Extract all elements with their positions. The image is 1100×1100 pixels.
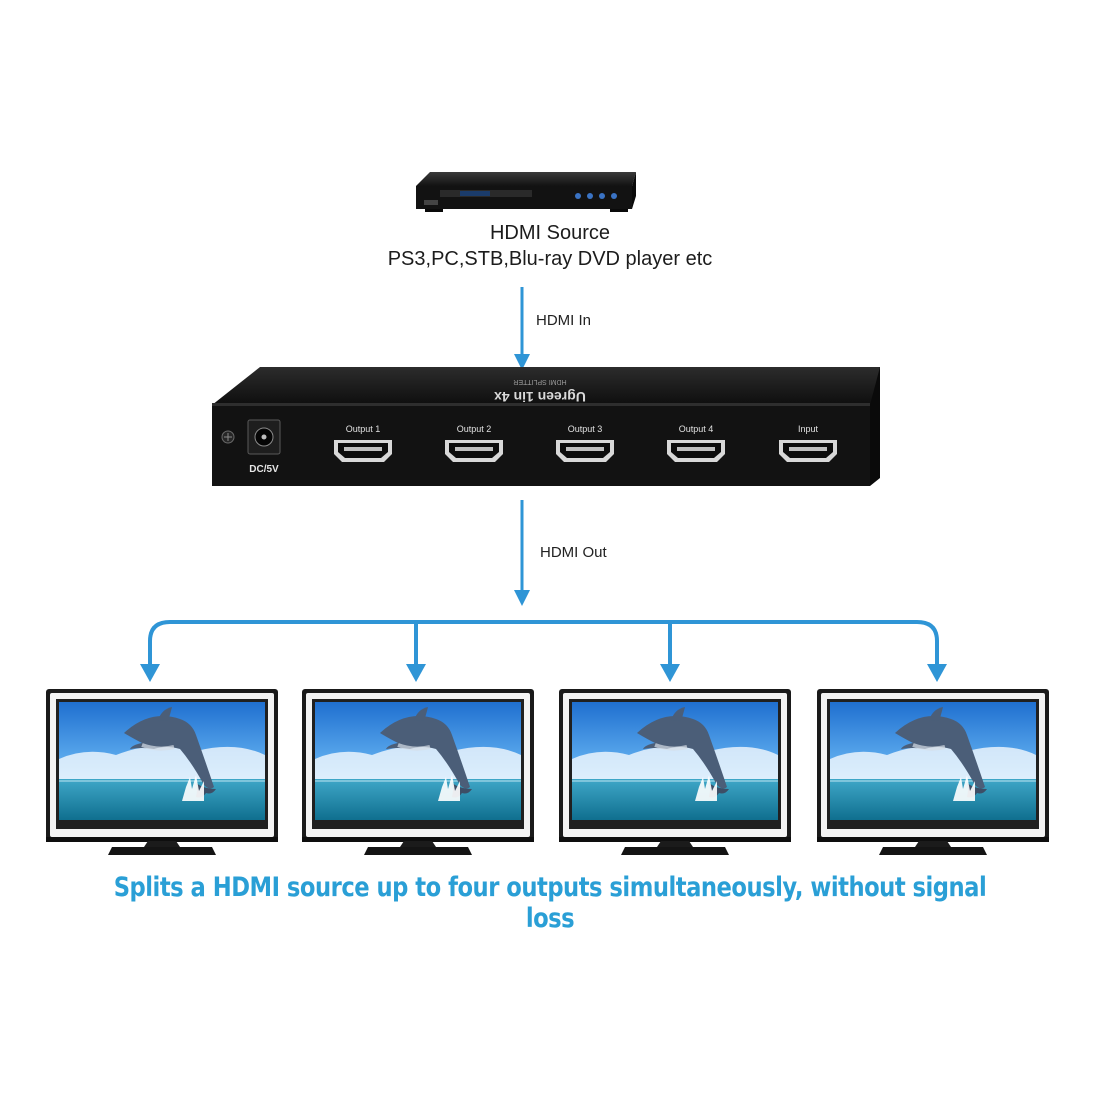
splitter-sub-text: HDMI SPLITTER bbox=[513, 378, 566, 385]
hdmi-in-arrow bbox=[514, 287, 530, 370]
power-label: DC/5V bbox=[249, 464, 279, 475]
port-output-4: Output 4 bbox=[667, 424, 725, 462]
tv-monitor-1 bbox=[44, 687, 280, 857]
hdmi-splitter: Ugreen 1in 4x HDMI SPLITTER DC/5V Output… bbox=[212, 367, 880, 486]
hdmi-in-label: HDMI In bbox=[536, 312, 592, 329]
port-label: Output 1 bbox=[346, 424, 381, 434]
source-subtitle: PS3,PC,STB,Blu-ray DVD player etc bbox=[387, 248, 713, 270]
port-label: Input bbox=[798, 424, 819, 434]
port-output-2: Output 2 bbox=[445, 424, 503, 462]
hdmi-out-arrow bbox=[514, 500, 530, 606]
hdmi-port-icon bbox=[334, 440, 392, 462]
port-input: Input bbox=[779, 424, 837, 462]
tv-monitor-3 bbox=[557, 687, 793, 857]
source-device bbox=[416, 172, 636, 212]
distribution-arrowheads bbox=[140, 664, 947, 682]
port-label: Output 3 bbox=[568, 424, 603, 434]
tv-monitor-2 bbox=[300, 687, 536, 857]
tv-monitor-4 bbox=[815, 687, 1051, 857]
port-label: Output 2 bbox=[457, 424, 492, 434]
hdmi-port-icon bbox=[556, 440, 614, 462]
port-label: Output 4 bbox=[679, 424, 714, 434]
hdmi-port-icon bbox=[779, 440, 837, 462]
port-output-1: Output 1 bbox=[334, 424, 392, 462]
source-title: HDMI Source bbox=[489, 222, 611, 244]
caption: Splits a HDMI source up to four outputs … bbox=[113, 872, 987, 934]
hdmi-out-label: HDMI Out bbox=[540, 544, 607, 561]
port-output-3: Output 3 bbox=[556, 424, 614, 462]
hdmi-port-icon bbox=[445, 440, 503, 462]
distribution-arrows bbox=[148, 620, 939, 668]
hdmi-port-icon bbox=[667, 440, 725, 462]
splitter-brand-text: Ugreen 1in 4x bbox=[494, 389, 586, 405]
